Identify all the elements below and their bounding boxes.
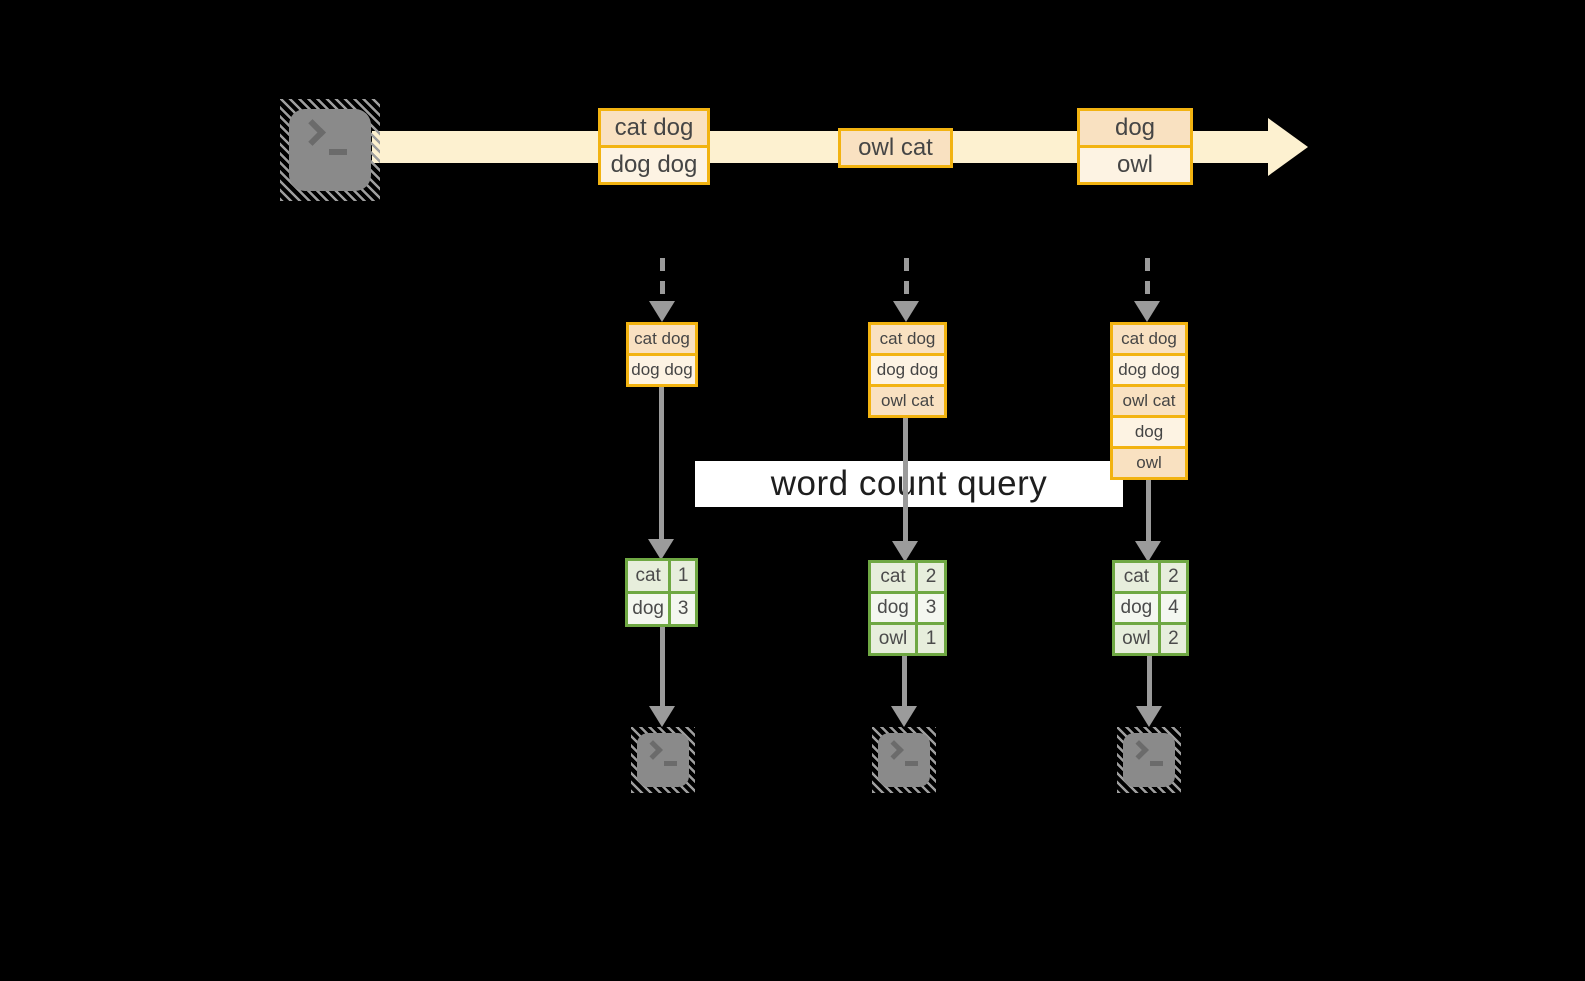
arrowhead-icon [1135, 541, 1161, 562]
result-arrow-2 [891, 656, 917, 727]
word-cell: dog [1115, 594, 1158, 622]
accumulated-input-2: cat dog dog dog owl cat [868, 322, 947, 418]
terminal-screen [1123, 733, 1175, 787]
terminal-screen [637, 733, 689, 787]
count-cell: 2 [1160, 625, 1186, 653]
word-cell: dog [871, 594, 916, 622]
query-arrow-2 [892, 418, 918, 562]
stream-batch-1: cat dog dog dog [598, 108, 710, 185]
stream-batch-2: owl cat [838, 128, 953, 168]
terminal-prompt-icon [1129, 740, 1149, 760]
terminal-prompt-icon [299, 119, 326, 146]
batch-arrow-1 [649, 258, 675, 322]
terminal-cursor-icon [1150, 761, 1163, 766]
dashed-arrow-shaft [1144, 258, 1150, 301]
arrowhead-icon [649, 301, 675, 322]
input-record: owl [1113, 449, 1185, 477]
arrow-shaft [1146, 656, 1152, 706]
terminal-cursor-icon [664, 761, 677, 766]
input-record: dog dog [871, 356, 944, 384]
arrow-shaft [1145, 480, 1151, 541]
result-arrow-3 [1136, 656, 1162, 727]
word-cell: dog [628, 594, 669, 624]
input-record: dog dog [1113, 356, 1185, 384]
terminal-sink-icon-2 [872, 727, 936, 793]
terminal-prompt-icon [884, 740, 904, 760]
terminal-screen [878, 733, 930, 787]
terminal-sink-icon-1 [631, 727, 695, 793]
stream-record: cat dog [601, 111, 707, 145]
word-cell: cat [1115, 563, 1158, 591]
terminal-sink-icon-3 [1117, 727, 1181, 793]
stream-record: owl cat [841, 131, 950, 165]
count-cell: 4 [1160, 594, 1186, 622]
word-count-query-label: word count query [770, 464, 1048, 503]
input-record: owl cat [871, 387, 944, 415]
arrow-shaft [902, 418, 908, 541]
accumulated-input-1: cat dog dog dog [626, 322, 698, 387]
input-record: owl cat [1113, 387, 1185, 415]
arrowhead-icon [649, 706, 675, 727]
input-record: cat dog [871, 325, 944, 353]
arrowhead-icon [892, 541, 918, 562]
arrowhead-icon [1136, 706, 1162, 727]
word-cell: cat [871, 563, 916, 591]
count-cell: 3 [671, 594, 695, 624]
accumulated-input-3: cat dog dog dog owl cat dog owl [1110, 322, 1188, 480]
count-cell: 2 [1160, 563, 1186, 591]
count-cell: 1 [671, 561, 695, 591]
word-count-table-1: cat 1 dog 3 [625, 558, 698, 627]
input-record: dog dog [629, 356, 695, 384]
stream-record: owl [1080, 148, 1190, 182]
dashed-arrow-shaft [659, 258, 665, 301]
input-record: cat dog [629, 325, 695, 353]
count-cell: 3 [918, 594, 944, 622]
query-arrow-3 [1135, 480, 1161, 562]
terminal-screen [289, 109, 371, 191]
word-cell: cat [628, 561, 669, 591]
count-cell: 2 [918, 563, 944, 591]
word-count-query-label-band: word count query [695, 461, 1123, 507]
input-record: dog [1113, 418, 1185, 446]
stream-arrowhead-icon [1268, 118, 1308, 176]
result-arrow-1 [649, 627, 675, 727]
batch-arrow-2 [893, 258, 919, 322]
word-count-table-2: cat 2 dog 3 owl 1 [868, 560, 947, 656]
stream-batch-3: dog owl [1077, 108, 1193, 185]
terminal-cursor-icon [905, 761, 918, 766]
input-record: cat dog [1113, 325, 1185, 353]
word-cell: owl [871, 625, 916, 653]
count-cell: 1 [918, 625, 944, 653]
word-cell: owl [1115, 625, 1158, 653]
arrowhead-icon [648, 539, 674, 560]
stream-record: dog dog [601, 148, 707, 182]
arrowhead-icon [893, 301, 919, 322]
arrow-shaft [901, 656, 907, 706]
terminal-source-icon [280, 99, 380, 201]
dashed-arrow-shaft [903, 258, 909, 301]
terminal-prompt-icon [643, 740, 663, 760]
stream-record: dog [1080, 111, 1190, 145]
terminal-cursor-icon [329, 149, 347, 155]
arrowhead-icon [891, 706, 917, 727]
arrow-shaft [659, 627, 665, 706]
query-arrow-1 [648, 387, 674, 560]
arrowhead-icon [1134, 301, 1160, 322]
arrow-shaft [658, 387, 664, 539]
word-count-table-3: cat 2 dog 4 owl 2 [1112, 560, 1189, 656]
batch-arrow-3 [1134, 258, 1160, 322]
